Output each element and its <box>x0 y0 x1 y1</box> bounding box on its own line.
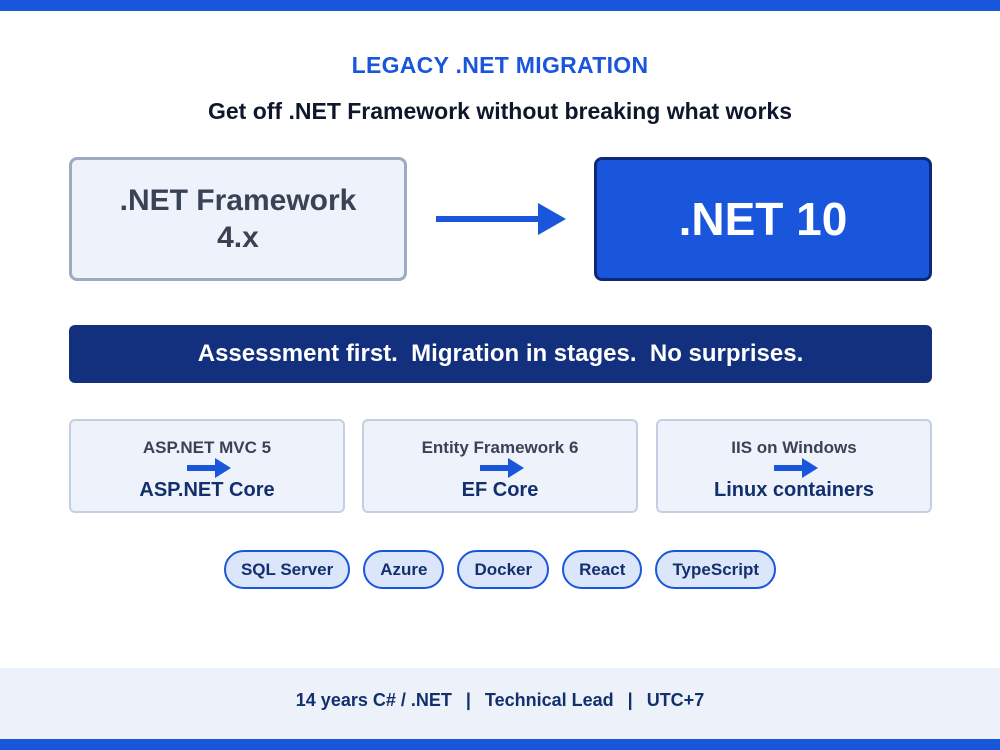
footer-role: Technical Lead <box>484 690 614 710</box>
source-framework-box: .NET Framework 4.x <box>69 157 407 281</box>
tech-tag-azure: Azure <box>363 550 445 589</box>
footer-info: 14 years C# / .NET | Technical Lead | UTC+7 <box>0 690 1000 711</box>
page-headline: Get off .NET Framework without breaking … <box>207 98 793 124</box>
tech-tag-sql-server: SQL Server <box>223 550 351 589</box>
footer-experience: 14 years C# / .NET <box>295 690 452 710</box>
tech-tag-react: React <box>562 550 643 589</box>
migration-card-aspnet: ASP.NET MVC 5 ASP.NET Core <box>69 419 345 513</box>
tech-tag-typescript: TypeScript <box>655 550 777 589</box>
card-to-label: Linux containers <box>713 479 875 501</box>
target-framework-name: .NET 10 <box>678 193 848 245</box>
tech-tag-docker: Docker <box>457 550 550 589</box>
migration-card-ef: Entity Framework 6 EF Core <box>362 419 638 513</box>
target-framework-box: .NET 10 <box>594 157 932 281</box>
footer-timezone: UTC+7 <box>646 690 705 710</box>
card-from-label: Entity Framework 6 <box>421 438 579 457</box>
footer-separator: | <box>627 690 633 710</box>
card-from-label: ASP.NET MVC 5 <box>142 438 272 457</box>
source-framework-version: 4.x <box>217 221 259 254</box>
bottom-accent-bar <box>0 739 1000 750</box>
tagline-banner: Assessment first. Migration in stages. N… <box>69 325 932 383</box>
arrow-right-icon <box>436 203 566 235</box>
top-accent-bar <box>0 0 1000 11</box>
card-to-label: ASP.NET Core <box>139 479 275 501</box>
card-to-label: EF Core <box>461 479 539 501</box>
footer-band <box>0 668 1000 739</box>
eyebrow-title: LEGACY .NET MIGRATION <box>351 52 649 78</box>
migration-card-hosting: IIS on Windows Linux containers <box>656 419 932 513</box>
arrow-right-icon <box>774 458 818 478</box>
card-from-label: IIS on Windows <box>731 438 857 457</box>
tech-tag-list: SQL Server Azure Docker React TypeScript <box>0 550 1000 589</box>
source-framework-name: .NET Framework <box>119 184 357 217</box>
footer-separator: | <box>465 690 471 710</box>
tagline-text: Assessment first. Migration in stages. N… <box>197 340 804 367</box>
arrow-right-icon <box>480 458 524 478</box>
arrow-right-icon <box>187 458 231 478</box>
